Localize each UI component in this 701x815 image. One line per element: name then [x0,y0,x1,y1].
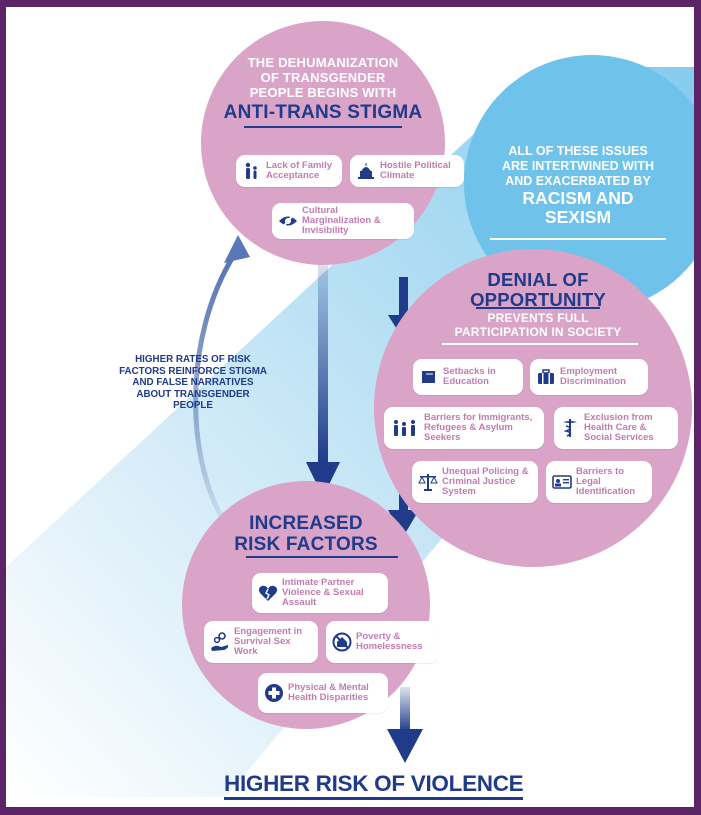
risk-item: Intimate Partner Violence & Sexual Assau… [252,573,388,613]
denial-subtitle-line: PREVENTS FULL [487,311,589,325]
people-icon [390,418,420,438]
intertwined-title-line: SEXISM [544,207,612,227]
stigma-title-underline [244,126,402,128]
stigma-lead-line: THE DEHUMANIZATION [247,55,399,70]
stigma-item-label: Hostile Political Climate [380,160,451,181]
scales-icon [418,472,438,492]
stigma-to-risk-arrow-shaft [318,262,328,462]
caduceus-icon [560,418,580,438]
no-home-icon [332,632,352,652]
denial-item-label: Employment Discrimination [560,366,626,387]
risk-item-label: Engagement in Survival Sex Work [234,626,303,657]
denial-item: Employment Discrimination [530,359,648,395]
intertwined-title-line: RACISM AND [522,188,634,208]
risk-item-label: Poverty & Homelessness [356,631,423,652]
denial-title-line: DENIAL OF [487,269,589,290]
feedback-arrow [193,250,239,529]
risk-title-underline [246,556,398,558]
stigma-item: Hostile Political Climate [350,155,464,187]
denial-subtitle-line: PARTICIPATION IN SOCIETY [454,325,622,339]
briefcase-icon [536,367,556,387]
denial-to-risk-arrowhead [388,510,419,537]
risk-to-outcome-arrowhead [387,729,423,763]
risk-to-outcome-arrow-shaft [400,687,410,732]
denial-item-label: Exclusion from Health Care & Social Serv… [584,412,654,443]
denial-subtitle: PREVENTS FULL PARTICIPATION IN SOCIETY [422,311,654,339]
capitol-icon [356,161,376,181]
denial-title: DENIAL OF OPPORTUNITY [438,270,638,310]
denial-title-line: OPPORTUNITY [470,289,606,310]
denial-item-label: Barriers to Legal Identification [576,466,636,497]
risk-item: Poverty & Homelessness [326,621,438,663]
risk-item-label: Physical & Mental Health Disparities [288,682,369,703]
stigma-lead-line: OF TRANSGENDER [260,70,386,85]
risk-item: Engagement in Survival Sex Work [204,621,318,663]
feedback-text: HIGHER RATES OF RISK FACTORS REINFORCE S… [119,354,267,411]
id-card-icon [552,472,572,492]
intertwined-lead-line: AND EXACERBATED BY [505,174,651,188]
hidden-eye-icon [278,211,298,231]
stigma-to-risk-arrowhead [306,462,340,497]
feedback-arrowhead [224,235,250,263]
denial-item: Setbacks in Education [413,359,523,395]
risk-item: Physical & Mental Health Disparities [258,673,388,713]
risk-title: INCREASED RISK FACTORS [202,513,410,555]
intertwined-lead-line: ALL OF THESE ISSUES [508,144,648,158]
coins-hand-icon [210,632,230,652]
stigma-to-denial-arrow-shaft [399,277,408,317]
denial-item: Barriers to Legal Identification [546,461,652,503]
stigma-lead: THE DEHUMANIZATION OF TRANSGENDER PEOPLE… [211,55,435,100]
broken-heart-icon [258,583,278,603]
stigma-item: Lack of Family Acceptance [236,155,342,187]
stigma-lead-line: PEOPLE BEGINS WITH [249,85,397,100]
book-icon [419,367,439,387]
infographic-frame: THE DEHUMANIZATION OF TRANSGENDER PEOPLE… [6,7,694,807]
denial-subtitle-underline [442,343,638,345]
denial-title-underline [476,307,600,309]
stigma-item-label: Lack of Family Acceptance [266,160,332,181]
denial-item-label: Unequal Policing & Criminal Justice Syst… [442,466,529,497]
racism-sexism-circle [464,55,694,311]
stigma-title: ANTI-TRANS STIGMA [223,102,423,123]
denial-item: Unequal Policing & Criminal Justice Syst… [412,461,538,503]
stigma-item: Cultural Marginalization & Invisibility [272,203,414,239]
intertwined-lead-line: ARE INTERTWINED WITH [501,159,655,173]
medical-cross-icon [264,683,284,703]
risk-title-line: INCREASED [249,513,363,534]
risk-item-label: Intimate Partner Violence & Sexual Assau… [282,577,364,608]
denial-item: Exclusion from Health Care & Social Serv… [554,407,678,449]
stigma-item-label: Cultural Marginalization & Invisibility [302,205,381,236]
risk-title-line: RISK FACTORS [234,534,378,555]
outcome-title: HIGHER RISK OF VIOLENCE [224,772,524,800]
intertwined-underline [490,238,666,240]
denial-item-label: Setbacks in Education [443,366,496,387]
denial-item: Barriers for Immigrants, Refugees & Asyl… [384,407,544,449]
intertwined-note: ALL OF THESE ISSUES ARE INTERTWINED WITH… [480,144,676,227]
family-icon [242,161,262,181]
denial-item-label: Barriers for Immigrants, Refugees & Asyl… [424,412,533,443]
